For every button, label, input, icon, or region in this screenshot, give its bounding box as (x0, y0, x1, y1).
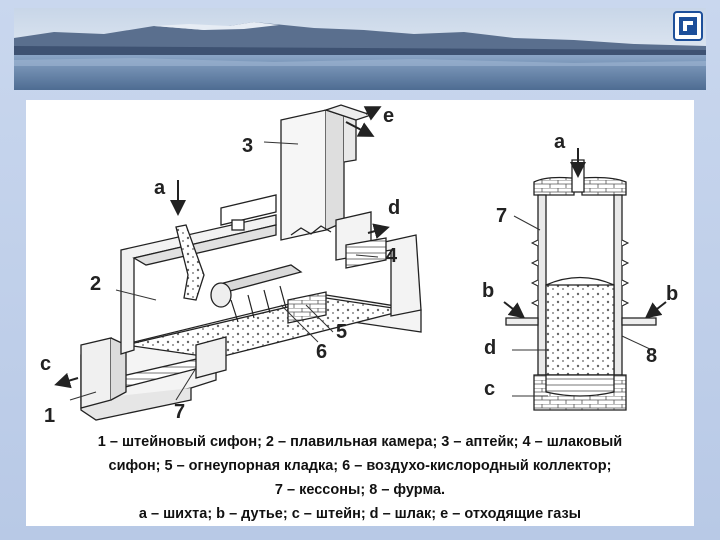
label-e: e (383, 105, 394, 127)
label-8: 8 (646, 345, 657, 367)
label-a-right: a (554, 131, 566, 153)
label-b-right: b (666, 283, 678, 305)
caption-line-3: 7 – кессоны; 8 – фурма. (274, 482, 446, 498)
header-landscape-image (14, 8, 706, 90)
flow-arrows-right (503, 148, 667, 319)
label-3: 3 (242, 135, 253, 157)
label-a-left: a (154, 177, 166, 199)
shaft-cross-section-drawing (505, 159, 657, 411)
caption-line-1: 1 – штейновый сифон; 2 – плавильная каме… (97, 434, 623, 450)
caption-line-2: сифон; 5 – огнеупорная кладка; 6 – возду… (108, 458, 612, 474)
caption-line-4: а – шихта; b – дутье; c – штейн; d – шла… (138, 506, 582, 522)
label-d-right: d (484, 337, 496, 359)
label-b-left: b (482, 280, 494, 302)
leader-lines-left (69, 141, 379, 401)
flow-arrows-left (54, 106, 390, 389)
label-4: 4 (386, 245, 398, 267)
leader-lines-right (512, 215, 653, 397)
label-7-left: 7 (174, 401, 185, 423)
label-6: 6 (316, 341, 327, 363)
figure-caption: 1 – штейновый сифон; 2 – плавильная каме… (26, 430, 694, 526)
label-5: 5 (336, 321, 347, 343)
furnace-diagram: e 3 a d 4 2 5 6 c 1 7 (40, 104, 678, 427)
label-c-left: c (40, 353, 51, 375)
label-c-right: c (484, 378, 495, 400)
furnace-isometric-drawing (80, 104, 422, 421)
label-2: 2 (90, 273, 101, 295)
label-7-right: 7 (496, 205, 507, 227)
content-panel: e 3 a d 4 2 5 6 c 1 7 (26, 100, 694, 526)
square-logo-icon (673, 11, 703, 41)
label-d-left: d (388, 197, 400, 219)
label-1: 1 (44, 405, 55, 427)
